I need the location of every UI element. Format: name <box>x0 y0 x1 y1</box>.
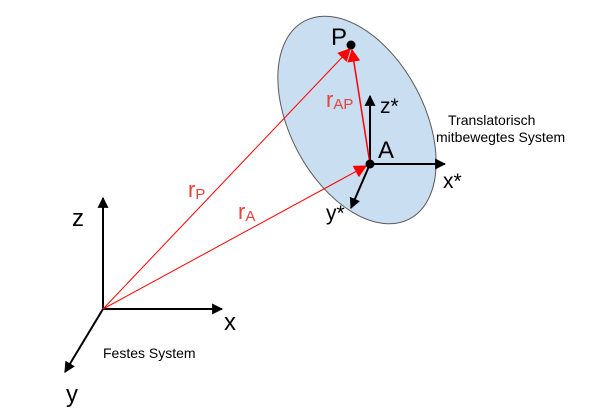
vector-rAP <box>347 48 371 165</box>
point-P-label: P <box>331 24 347 51</box>
point-A-dot <box>365 159 375 169</box>
caption-moving-system-line2: mitbewegtes System <box>436 129 565 145</box>
label-rA-main: r <box>238 199 245 224</box>
caption-moving-system-line1: Translatorisch <box>448 112 535 128</box>
label-rAP: rAP <box>326 87 353 113</box>
axis-z-star-label: z* <box>380 95 399 118</box>
axis-y-label: y <box>66 381 78 408</box>
label-rP: rP <box>188 177 205 203</box>
label-rA-sub: A <box>245 208 255 225</box>
label-rA: rA <box>238 199 255 225</box>
point-A-label: A <box>378 137 394 164</box>
position-vectors <box>102 48 371 310</box>
label-rP-sub: P <box>195 186 205 203</box>
label-rAP-main: r <box>326 87 333 112</box>
moving-system-ellipse <box>277 15 437 225</box>
axis-y-star-label: y* <box>326 202 345 225</box>
axis-y-line <box>64 308 104 373</box>
point-P-dot <box>346 40 356 50</box>
label-rP-main: r <box>188 177 195 202</box>
axis-x-label: x <box>224 309 236 336</box>
axis-x-star-label: x* <box>443 170 462 193</box>
vector-rA <box>102 165 368 310</box>
fixed-coordinate-system <box>64 196 224 373</box>
vector-rP <box>102 48 351 310</box>
label-rAP-sub: AP <box>333 96 353 113</box>
axis-z-label: z <box>72 205 84 232</box>
caption-fixed-system: Festes System <box>103 345 196 361</box>
